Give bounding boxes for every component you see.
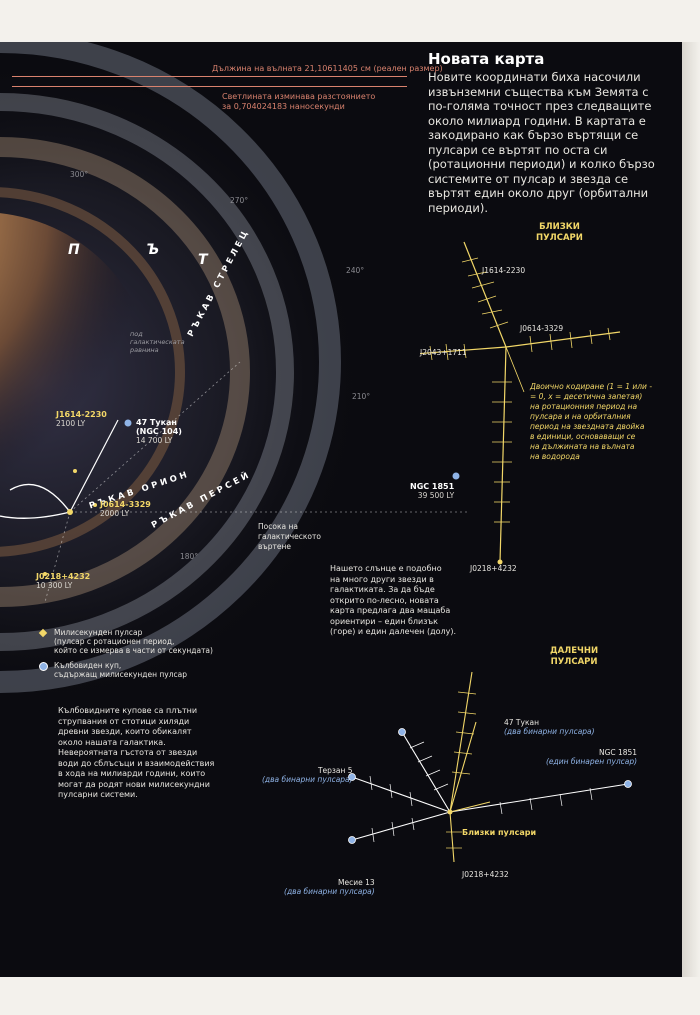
sun-to-47tuc	[69, 419, 119, 513]
near-ray-j1614	[463, 241, 507, 348]
far-ray-near-mid	[449, 721, 477, 813]
far-ray-j0218	[449, 811, 455, 863]
far-ray-near-right	[449, 801, 491, 813]
far-label-terzan: Терзан 5 (два бинарни пулсара)	[262, 766, 353, 784]
near-ray-j0218	[499, 346, 507, 563]
pulsar-marker-j0218	[43, 572, 47, 576]
sun-link	[0, 511, 71, 519]
cluster-circle-icon	[39, 662, 48, 671]
far-label-near-pulsars: Близки пулсари	[462, 828, 537, 837]
near-ray-j0614	[505, 331, 621, 348]
outer-arm	[0, 42, 341, 693]
pulsar-marker-j1614	[73, 469, 77, 473]
degree-210: 210°	[352, 392, 371, 401]
pulsar-diamond-icon	[38, 628, 48, 638]
far-pulsar-map	[348, 671, 632, 863]
legend-cluster: Кълбовиден куп, съдържащ милисекунден пу…	[39, 661, 213, 679]
degree-240: 240°	[346, 266, 365, 275]
legend-pulsar: Милисекунден пулсар (пулсар с ротационен…	[38, 628, 213, 655]
pulsar-marker-j0614	[93, 503, 97, 507]
near-pulsars-heading: БЛИЗКИ ПУЛСАРИ	[536, 222, 583, 243]
cluster-marker-ngc1851	[452, 472, 460, 480]
galaxy-cluster-47tuc: 47 Тукан (NGC 104) 14 700 LY	[136, 418, 182, 445]
light-time-line2: за 0,704024183 наносекунди	[222, 102, 345, 111]
path-letter-1: П	[68, 242, 80, 258]
galaxy-core	[0, 213, 150, 531]
legend: Милисекунден пулсар (пулсар с ротационен…	[38, 628, 213, 679]
far-cluster-messier	[348, 836, 356, 844]
near-pulsar-map	[420, 241, 621, 565]
rotation-arrow	[9, 483, 71, 513]
far-ray-ngc1851	[449, 783, 629, 813]
light-time-line1: Светлината изминава разстоянието	[222, 92, 376, 101]
page-edge	[682, 42, 700, 977]
far-cluster-ngc1851	[624, 780, 632, 788]
far-label-j0218: J0218+4232	[462, 870, 509, 879]
near-label-j2043: J2043+1711	[420, 348, 467, 357]
sight-line-south	[44, 511, 71, 603]
degree-180: 180°	[180, 552, 199, 561]
near-j0218-endpoint	[497, 559, 503, 565]
degree-300: 300°	[70, 170, 89, 179]
page: Дължина на вълната 21,10611405 см (реале…	[0, 42, 682, 977]
light-time-bar	[12, 86, 407, 88]
far-pulsars-heading: ДАЛЕЧНИ ПУЛСАРИ	[550, 646, 599, 667]
degree-270: 270°	[230, 196, 249, 205]
galaxy-pulsar-j0218: J0218+4232 10 300 LY	[36, 572, 91, 590]
sun-note: Нашето слънце е подобно на много други з…	[330, 564, 456, 636]
rotation-direction-label: Посока на галактическото въртене	[258, 522, 321, 551]
wavelength-label: Дължина на вълната 21,10611405 см (реале…	[212, 64, 443, 73]
galaxy-pulsar-j1614: J1614-2230 2100 LY	[56, 410, 107, 428]
near-ray-j2043	[420, 346, 507, 355]
far-cluster-terzan	[348, 773, 356, 781]
far-ray-terzan	[351, 776, 451, 813]
galactic-plane-label: под галактическата равнина	[130, 330, 185, 354]
sun-marker	[67, 509, 73, 515]
clusters-note: Кълбовидните купове са плътни струпвания…	[58, 706, 215, 799]
far-label-ngc1851: NGC 1851 (един бинарен пулсар)	[546, 748, 638, 766]
far-label-messier: Месие 13 (два бинарни пулсара)	[284, 878, 375, 896]
cluster-marker-47tuc	[124, 419, 132, 427]
galaxy-illustration	[0, 42, 470, 712]
wavelength-bar	[12, 76, 407, 78]
binary-note: Двоично кодиране (1 = 1 или - = 0, x = д…	[530, 382, 653, 461]
intro-text: Новите координати биха насочили извънзем…	[428, 70, 655, 215]
far-ray-messier	[351, 811, 451, 841]
far-label-47tuc: 47 Тукан (два бинарни пулсара)	[504, 718, 595, 736]
page-title: Новата карта	[428, 50, 545, 68]
galaxy-pulsar-j0614: J0614-3329 2000 LY	[100, 500, 151, 518]
inner-arm	[0, 137, 250, 607]
near-ray-short	[505, 346, 525, 393]
galaxy-cluster-ngc1851: NGC 1851 39 500 LY	[410, 482, 455, 500]
path-letter-3: Т	[198, 252, 208, 268]
dust-lane	[0, 187, 185, 557]
path-letter-2: Ъ	[146, 242, 160, 258]
far-center	[447, 809, 453, 815]
far-ray-near-up	[449, 671, 473, 813]
near-label-j0614: J0614-3329	[520, 324, 564, 333]
middle-arm	[0, 93, 294, 651]
near-label-j1614: J1614-2230	[482, 266, 526, 275]
near-label-j0218: J0218+4232	[470, 564, 517, 573]
far-ray-47tuc	[401, 731, 451, 813]
far-cluster-47tuc	[398, 728, 406, 736]
